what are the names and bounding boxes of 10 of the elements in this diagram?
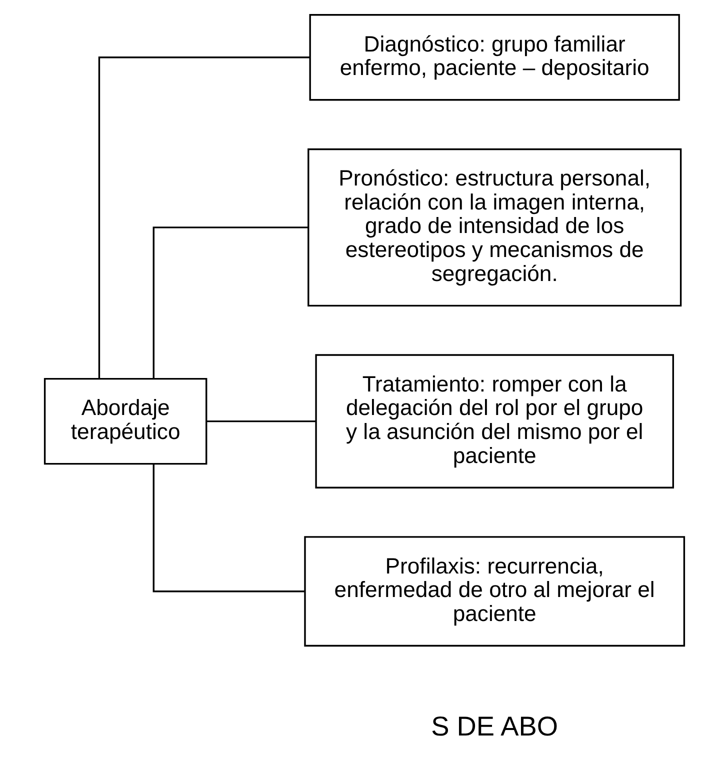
label: S DE ABO — [430, 710, 558, 742]
connector — [152, 464, 304, 592]
connector — [98, 56, 310, 378]
node-box: Profilaxis: recurrencia, enfermedad de otro al mejorar el paciente — [304, 536, 685, 647]
node-box: Pronóstico: estructura personal, relación con la imagen interna, grado de intensidad de los estereotipos y mecanismos de segregación. — [307, 148, 682, 307]
node-box: Abordaje terapéutico — [43, 378, 207, 465]
connector — [206, 420, 315, 422]
connector — [152, 226, 308, 379]
node-box: Tratamiento: romper con la delegación del rol por el grupo y la asunción del mismo por el paciente — [314, 354, 674, 488]
node-box: Diagnóstico: grupo familiar enfermo, paciente – depositario — [308, 14, 680, 101]
